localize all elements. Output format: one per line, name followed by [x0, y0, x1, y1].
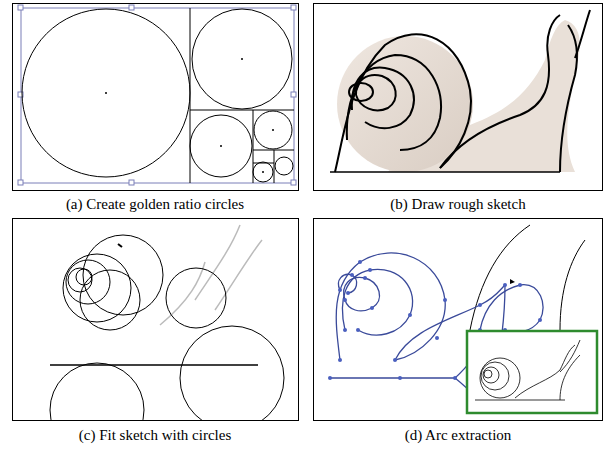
panel-caption: (d) Arc extraction	[405, 427, 512, 444]
panel-caption: (c) Fit sketch with circles	[79, 427, 231, 444]
panel-frames	[13, 4, 603, 421]
panel-caption: (a) Create golden ratio circles	[66, 196, 244, 213]
fitted-circles	[50, 225, 284, 421]
rough-sketch	[330, 10, 590, 172]
golden-ratio-circles	[18, 5, 296, 185]
extracted-arcs	[328, 225, 597, 413]
panel-caption: (b) Draw rough sketch	[390, 196, 525, 213]
